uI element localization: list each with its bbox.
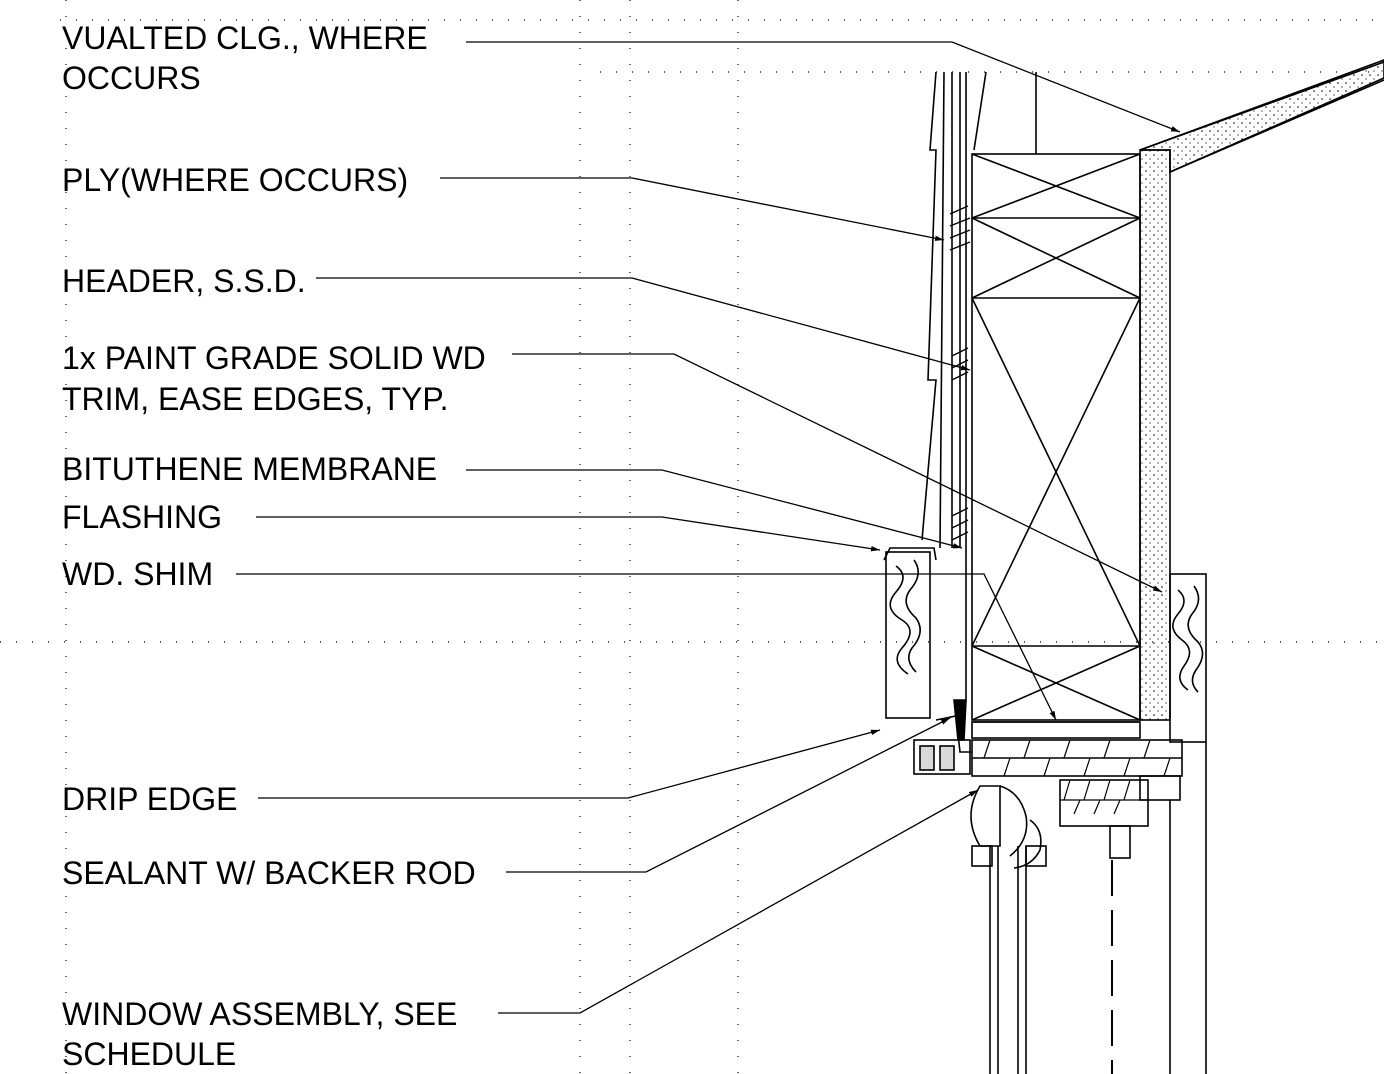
wall-section [883, 59, 1384, 1074]
label-vaulted-ceiling-line-1: VUALTED CLG., WHERE [62, 20, 428, 56]
label-sealant: SEALANT W/ BACKER ROD [62, 855, 476, 891]
label-bituthene-membrane: BITUTHENE MEMBRANE [62, 451, 438, 487]
label-trim-line-1: 1x PAINT GRADE SOLID WD [62, 340, 486, 376]
label-ply: PLY(WHERE OCCURS) [62, 162, 409, 198]
label-window-assembly-line-2: SCHEDULE [62, 1036, 237, 1072]
label-drip-edge: DRIP EDGE [62, 781, 238, 817]
label-window-assembly-line-1: WINDOW ASSEMBLY, SEE [62, 996, 458, 1032]
label-trim-line-2: TRIM, EASE EDGES, TYP. [62, 381, 449, 417]
label-header: HEADER, S.S.D. [62, 263, 306, 299]
label-flashing: FLASHING [62, 499, 223, 535]
leader-lines [236, 41, 1181, 1014]
label-wd-shim: WD. SHIM [62, 556, 214, 592]
label-vaulted-ceiling-line-2: OCCURS [62, 60, 201, 96]
